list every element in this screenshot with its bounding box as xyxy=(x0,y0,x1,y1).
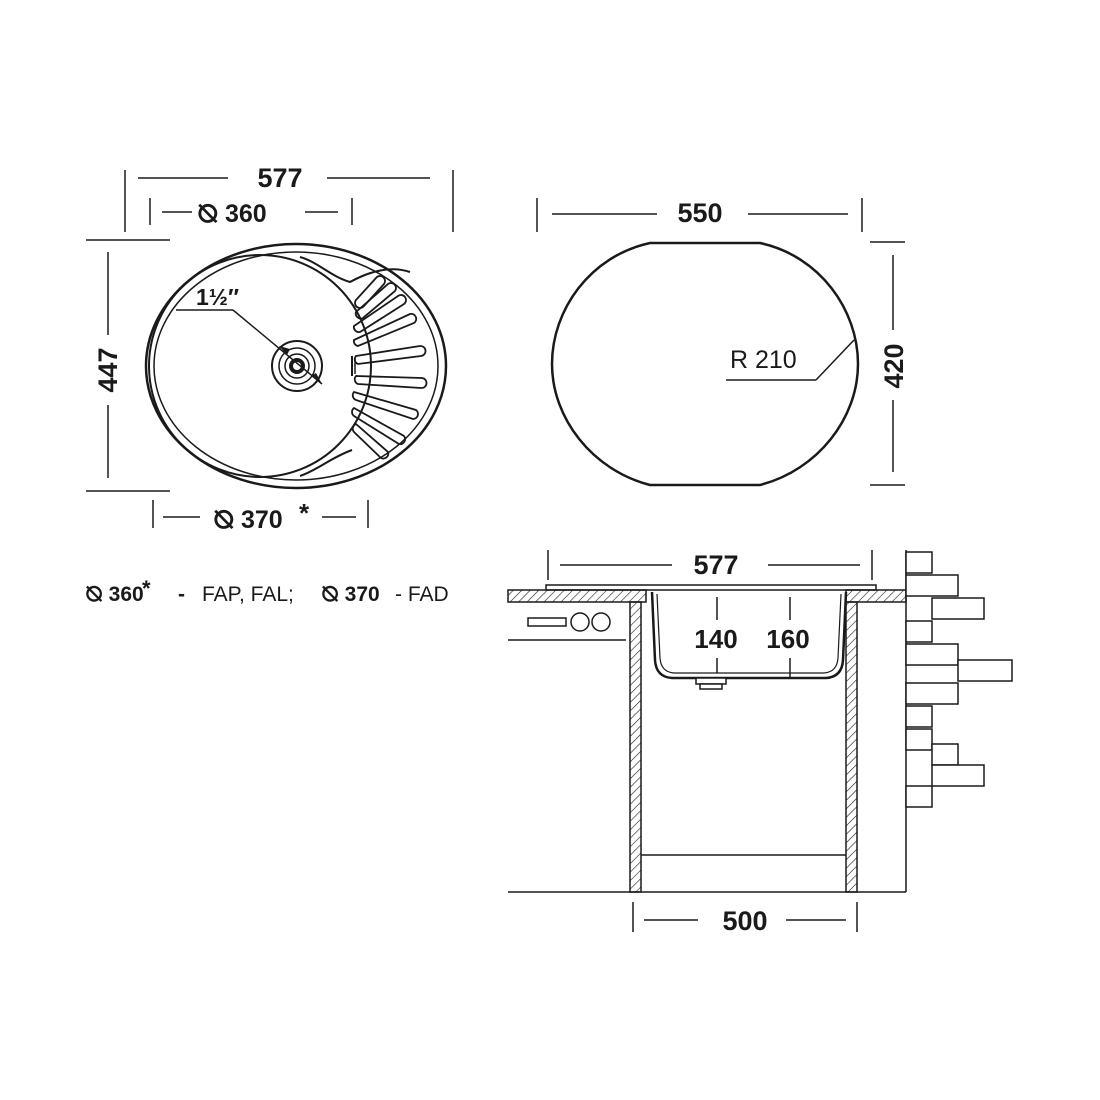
top-height-label: 447 xyxy=(93,347,123,392)
note-value-1: ⦰ 360 xyxy=(86,583,144,606)
cutout-width-label: 550 xyxy=(677,198,722,228)
cabinet-wall-left xyxy=(629,601,642,893)
depth-dimensions: 140 160 xyxy=(694,597,810,678)
depth-a-label: 140 xyxy=(694,624,737,654)
cutout-height-label: 420 xyxy=(879,343,909,388)
note-dash-1: - xyxy=(178,583,185,606)
appliance-panel xyxy=(508,612,626,641)
drainer-border xyxy=(299,256,411,284)
top-view: 577 ⦰ 360 447 xyxy=(86,163,454,534)
bowl-diameter-dimension: ⦰ 360 xyxy=(149,198,353,228)
note-models-1: FAP, FAL; xyxy=(202,583,294,606)
countertop-right xyxy=(845,589,907,603)
bottom-diameter-label: ⦰ 370 xyxy=(214,506,283,534)
bottom-diameter-dimension: ⦰ 370 * xyxy=(152,498,369,534)
overflow-hole xyxy=(351,356,356,376)
cutout-height-dimension: 420 xyxy=(870,241,909,486)
side-width-dimension: 577 xyxy=(547,550,873,580)
top-width-label: 577 xyxy=(257,163,302,193)
knob-icon xyxy=(570,612,590,632)
drainer-ribs xyxy=(351,275,428,460)
cutout-radius-label: R 210 xyxy=(730,346,797,374)
cabinet-width-label: 500 xyxy=(722,906,767,936)
drain-leader: 1½″ xyxy=(176,284,323,385)
top-width-dimension: 577 xyxy=(124,163,454,232)
side-width-label: 577 xyxy=(693,550,738,580)
cutout-view: 550 R 210 420 xyxy=(536,198,909,487)
cutout-outline xyxy=(550,241,860,487)
knob-icon xyxy=(591,612,611,632)
sink-outer-rim xyxy=(144,242,448,490)
depth-b-label: 160 xyxy=(766,624,809,654)
side-view: 577 140 160 xyxy=(507,550,1013,936)
top-height-dimension: 447 xyxy=(86,239,170,492)
cabinet-wall-right xyxy=(845,601,858,893)
countertop-left xyxy=(507,589,647,603)
cabinet-width-dimension: 500 xyxy=(632,902,858,936)
bowl-outline xyxy=(148,254,372,478)
note-models-2: - FAD xyxy=(395,583,449,606)
sink-bowl-profile xyxy=(650,591,848,680)
drain-strainer xyxy=(271,340,323,392)
note-mark-1: * xyxy=(142,576,151,601)
cutout-width-dimension: 550 xyxy=(536,198,863,232)
drain-size-label: 1½″ xyxy=(196,284,239,310)
sink-flange xyxy=(545,584,877,591)
sink-inner-rim xyxy=(153,251,439,481)
drain-outlet xyxy=(695,677,727,690)
bowl-diameter-label: ⦰ 360 xyxy=(198,200,267,228)
note-value-2: ⦰ 370 xyxy=(322,583,380,606)
brick-wall xyxy=(905,550,1013,892)
model-note: ⦰ 360 * - FAP, FAL; ⦰ 370 - FAD xyxy=(86,576,449,606)
cutout-radius-callout: R 210 xyxy=(726,339,855,381)
bottom-diameter-mark: * xyxy=(299,498,310,528)
